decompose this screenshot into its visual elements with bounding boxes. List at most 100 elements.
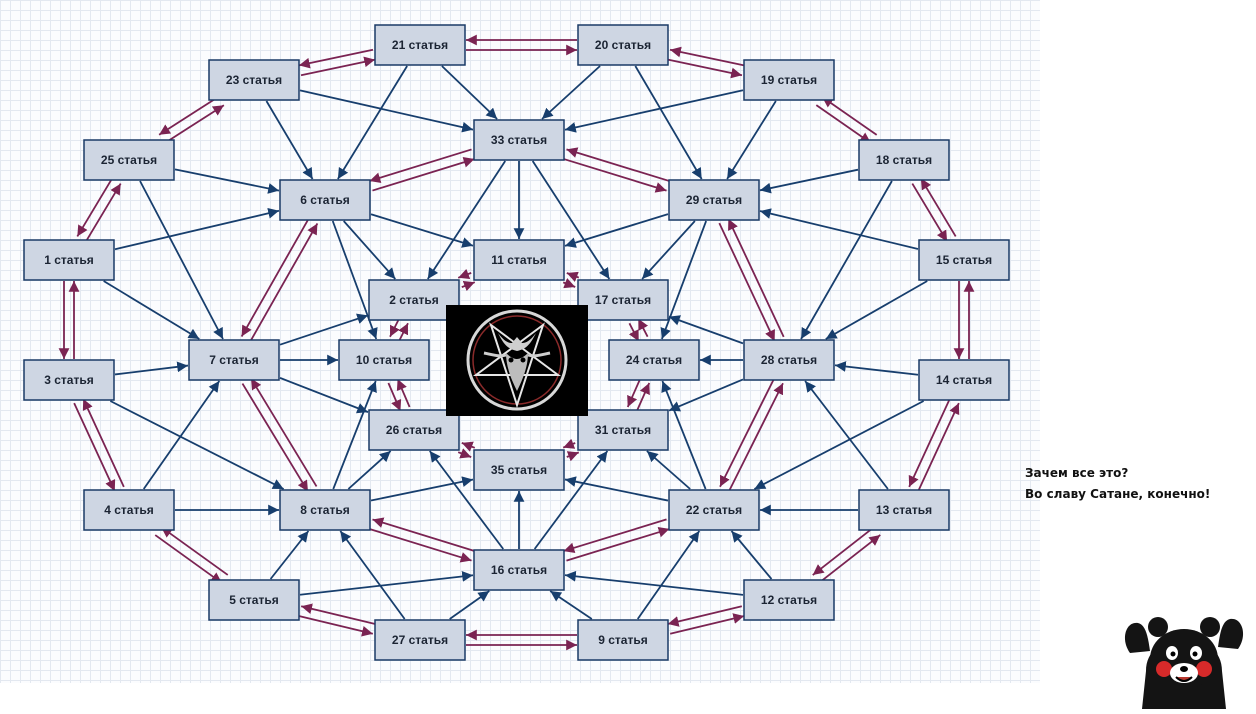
node-label: 20 статья [595,38,651,52]
edge-9-to-12 [669,613,745,635]
node-box [473,239,565,281]
edge-1-to-7 [103,280,200,340]
edge-27-to-8 [339,530,406,620]
edge-22-to-24 [661,380,707,490]
edge-26-to-35 [457,448,472,459]
edge-28-to-17 [668,315,744,345]
node-label: 23 статья [226,73,282,87]
caption-block: Зачем все это? Во славу Сатане, конечно! [1025,463,1245,505]
node-box [858,489,950,531]
edge-29-to-33 [566,147,670,182]
node-label: 33 статья [491,133,547,147]
node-label: 7 статья [209,353,259,367]
node-label: 27 статья [392,633,448,647]
edge-17-to-11 [566,271,580,282]
edge-13-to-12 [812,526,875,576]
edge-18-to-19 [821,96,878,136]
node-article-12: 12 статья [743,579,835,621]
edge-8-to-26 [347,450,392,490]
node-box [279,489,371,531]
node-article-23: 23 статья [208,59,300,101]
node-article-9: 9 статья [577,619,669,661]
edge-28-to-31 [668,378,744,412]
edge-9-to-16 [549,590,593,620]
edge-18-to-29 [759,168,859,194]
node-box [188,339,280,381]
node-label: 5 статья [229,593,279,607]
edge-12-to-22 [730,530,773,580]
edge-21-to-33 [441,65,498,120]
edge-5-to-8 [269,530,310,580]
node-label: 4 статья [104,503,154,517]
node-box [374,24,466,66]
node-article-25: 25 статья [83,139,175,181]
edge-5-to-27 [298,615,374,637]
edge-8-to-10 [332,380,377,490]
node-article-11: 11 статья [473,239,565,281]
node-label: 11 статья [491,253,547,267]
edge-6-to-11 [370,213,474,248]
node-article-20: 20 статья [577,24,669,66]
edge-18-to-28 [800,180,893,340]
node-label: 14 статья [936,373,992,387]
pentagram-image [446,305,588,416]
node-article-18: 18 статья [858,139,950,181]
node-box [83,139,175,181]
kumamon-bear-icon [1124,617,1244,709]
node-article-21: 21 статья [374,24,466,66]
node-box [368,409,460,451]
node-label: 29 статья [686,193,742,207]
node-box [668,489,760,531]
edge-6-to-7 [240,218,310,337]
node-label: 2 статья [389,293,439,307]
node-article-17: 17 статья [577,279,669,321]
node-label: 12 статья [761,593,817,607]
baphomet-pentagram-icon [466,309,568,411]
node-box [577,24,669,66]
node-box [743,339,835,381]
edge-19-to-18 [815,104,872,144]
node-article-4: 4 статья [83,489,175,531]
edge-13-to-28 [804,380,889,490]
node-box [918,359,1010,401]
node-box [743,579,835,621]
node-article-2: 2 статья [368,279,460,321]
edge-14-to-28 [834,361,919,376]
edge-2-to-10 [389,318,400,338]
edge-20-to-29 [634,65,703,180]
node-label: 18 статья [876,153,932,167]
edge-6-to-33 [372,157,475,192]
edge-23-to-21 [300,56,376,77]
edge-4-to-3 [82,398,125,488]
node-box [608,339,700,381]
edge-29-to-11 [564,213,669,248]
edge-17-to-24 [628,322,640,342]
node-label: 3 статья [44,373,94,387]
node-box [208,59,300,101]
node-box [473,449,565,491]
node-box [577,619,669,661]
node-box [473,549,565,591]
edge-35-to-31 [566,451,580,462]
edge-4-to-7 [142,380,221,490]
node-article-24: 24 статья [608,339,700,381]
node-box [83,489,175,531]
node-article-5: 5 статья [208,579,300,621]
edges-layer [58,34,975,651]
edge-22-to-28 [728,382,784,492]
edge-21-to-6 [337,65,408,180]
node-article-7: 7 статья [188,339,280,381]
edge-19-to-33 [564,89,744,133]
edge-15-to-29 [759,208,919,250]
edge-23-to-6 [265,100,314,180]
node-article-1: 1 статья [23,239,115,281]
node-label: 6 статья [300,193,350,207]
edge-1-to-6 [114,207,280,251]
edge-28-to-22 [719,378,775,488]
edge-20-to-19 [667,58,743,79]
node-label: 22 статья [686,503,742,517]
edge-13-to-14 [917,402,960,492]
node-article-10: 10 статья [338,339,430,381]
